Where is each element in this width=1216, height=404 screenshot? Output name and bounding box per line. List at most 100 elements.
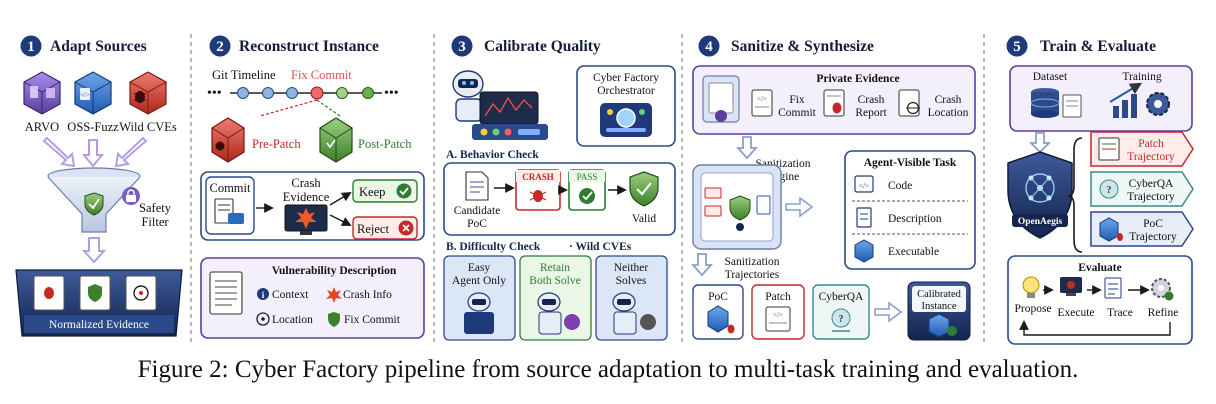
openaegis-model: OpenAegis	[1007, 151, 1073, 239]
right-arrow-engine	[785, 196, 814, 218]
figure-caption: Figure 2: Cyber Factory pipeline from so…	[137, 356, 1079, 383]
output-label-cyberqa: CyberQA	[819, 291, 864, 303]
candidate-poc-doc	[465, 171, 489, 201]
stage-header-4: 4 Sanitize & Synthesize	[698, 35, 874, 57]
bracket	[1067, 137, 1083, 253]
target-icon	[256, 312, 270, 326]
vulnerability-description-title: Vulnerability Description	[272, 265, 397, 277]
vulnerability-description-panel: Vulnerability Description i Context Cras…	[200, 257, 425, 339]
pre-patch-label: Pre-Patch	[252, 137, 301, 151]
svg-text:</>: </>	[859, 181, 870, 190]
output-label-patch: Patch	[765, 291, 791, 303]
private-item-label: Commit	[778, 107, 817, 119]
git-timeline-label: Git Timeline	[212, 68, 276, 82]
loop-step-execute: Execute	[1057, 307, 1094, 319]
tier-label: Retain	[540, 262, 570, 274]
lightbulb-icon	[1022, 276, 1040, 298]
normalized-evidence-label: Normalized Evidence	[49, 319, 149, 331]
filter-down-arrow	[81, 237, 107, 264]
source-cube-wild-cves	[129, 71, 167, 115]
tier-label: Both Solve	[529, 275, 580, 287]
description-doc-icon	[856, 207, 872, 228]
evaluate-panel: Evaluate Propose Execute Trace Refine	[1007, 255, 1193, 345]
normalized-evidence-tray: Normalized Evidence	[15, 269, 183, 337]
monitor-crash-icon	[284, 204, 328, 235]
crash-screen: CRASH	[515, 169, 561, 211]
task-item-executable: Executable	[888, 246, 939, 258]
svg-text:?: ?	[839, 314, 844, 325]
fix-commit-label: Fix Commit	[291, 68, 352, 82]
trajectory-poc: PoC Trajectory	[1090, 211, 1194, 247]
stage-number: 2	[216, 39, 224, 55]
pass-screen: PASS	[568, 169, 606, 211]
svg-text:i: i	[262, 290, 265, 300]
dataset-label: Dataset	[1033, 71, 1068, 83]
stage-title: Reconstruct Instance	[239, 38, 379, 55]
arrow	[329, 191, 352, 206]
source-cube-arvo	[23, 71, 61, 115]
keep-badge: Keep	[352, 179, 418, 203]
stage-number: 3	[458, 39, 466, 55]
svg-text:?: ?	[1107, 185, 1112, 196]
stage-number-badge	[451, 35, 473, 57]
info-icon	[257, 288, 269, 300]
vd-item-fix-commit: Fix Commit	[344, 314, 401, 326]
stage-number-badge	[1006, 35, 1028, 57]
source-arrows	[42, 136, 148, 168]
source-label-oss-fuzz: OSS-Fuzz	[67, 120, 119, 134]
calibrated-instance-label: Instance	[922, 301, 957, 312]
svg-text:</>: </>	[773, 311, 783, 319]
stage-header-3: 3 Calibrate Quality	[451, 35, 601, 57]
trajectory-label: Patch	[1138, 138, 1164, 150]
crash-evidence-label: Crash	[291, 176, 321, 190]
evaluate-title: Evaluate	[1078, 262, 1121, 274]
tier-label: Neither	[614, 262, 649, 274]
valid-label: Valid	[632, 213, 657, 225]
safety-filter-funnel	[47, 167, 141, 233]
private-item-label: Crash	[935, 94, 962, 106]
orchestrator-label: Cyber Factory	[593, 72, 659, 84]
trajectory-label: Trajectory	[1127, 191, 1175, 203]
tier-label: Easy	[468, 262, 491, 274]
task-item-description: Description	[888, 213, 942, 225]
candidate-poc-label: Candidate	[454, 205, 501, 217]
training-label: Training	[1122, 71, 1161, 83]
svg-text:•••: •••	[207, 86, 222, 101]
tier-label: Agent Only	[452, 275, 506, 287]
down-arrow-model	[1028, 132, 1052, 154]
svg-text:</>: </>	[80, 91, 90, 99]
stage-number-badge	[209, 35, 231, 57]
stage-header-1: 1 Adapt Sources	[20, 35, 147, 57]
commit-box: Commit	[205, 176, 255, 235]
refine-feedback-arrow	[1019, 320, 1171, 336]
sanitization-engine	[692, 164, 782, 250]
crash-evidence-label: Evidence	[283, 190, 330, 204]
private-item-label: Location	[928, 107, 969, 119]
calibrated-instance-label: Calibrated	[917, 289, 961, 300]
private-item-label: Report	[855, 107, 887, 119]
stage-title: Train & Evaluate	[1040, 38, 1156, 55]
orchestrator-label: Orchestrator	[597, 85, 655, 97]
tier-retain-both-solve: Retain Both Solve	[519, 255, 592, 341]
safety-filter-label: Safety	[139, 201, 172, 215]
code-doc-icon: </>	[751, 89, 773, 117]
trajectory-patch: Patch Trajectory	[1090, 131, 1194, 167]
safety-filter-label: Filter	[141, 215, 169, 229]
pass-label: PASS	[577, 172, 598, 182]
keep-label: Keep	[359, 185, 385, 199]
wild-cves-label: · Wild CVEs	[569, 241, 632, 253]
svg-text:•••: •••	[384, 86, 399, 101]
down-arrow-trajectories	[690, 253, 714, 277]
calibrated-instance: Calibrated Instance	[907, 281, 971, 341]
execute-monitor-icon	[1060, 277, 1082, 296]
shield-icon	[328, 312, 340, 327]
valid-shield-icon	[629, 171, 659, 207]
trace-doc-icon	[1104, 277, 1122, 299]
stage-title: Calibrate Quality	[484, 38, 601, 55]
pre-patch-box	[211, 117, 245, 163]
svg-text:</>: </>	[757, 95, 767, 103]
post-patch-box	[319, 117, 353, 163]
crash-label: CRASH	[522, 172, 554, 182]
lock-icon	[122, 187, 140, 205]
